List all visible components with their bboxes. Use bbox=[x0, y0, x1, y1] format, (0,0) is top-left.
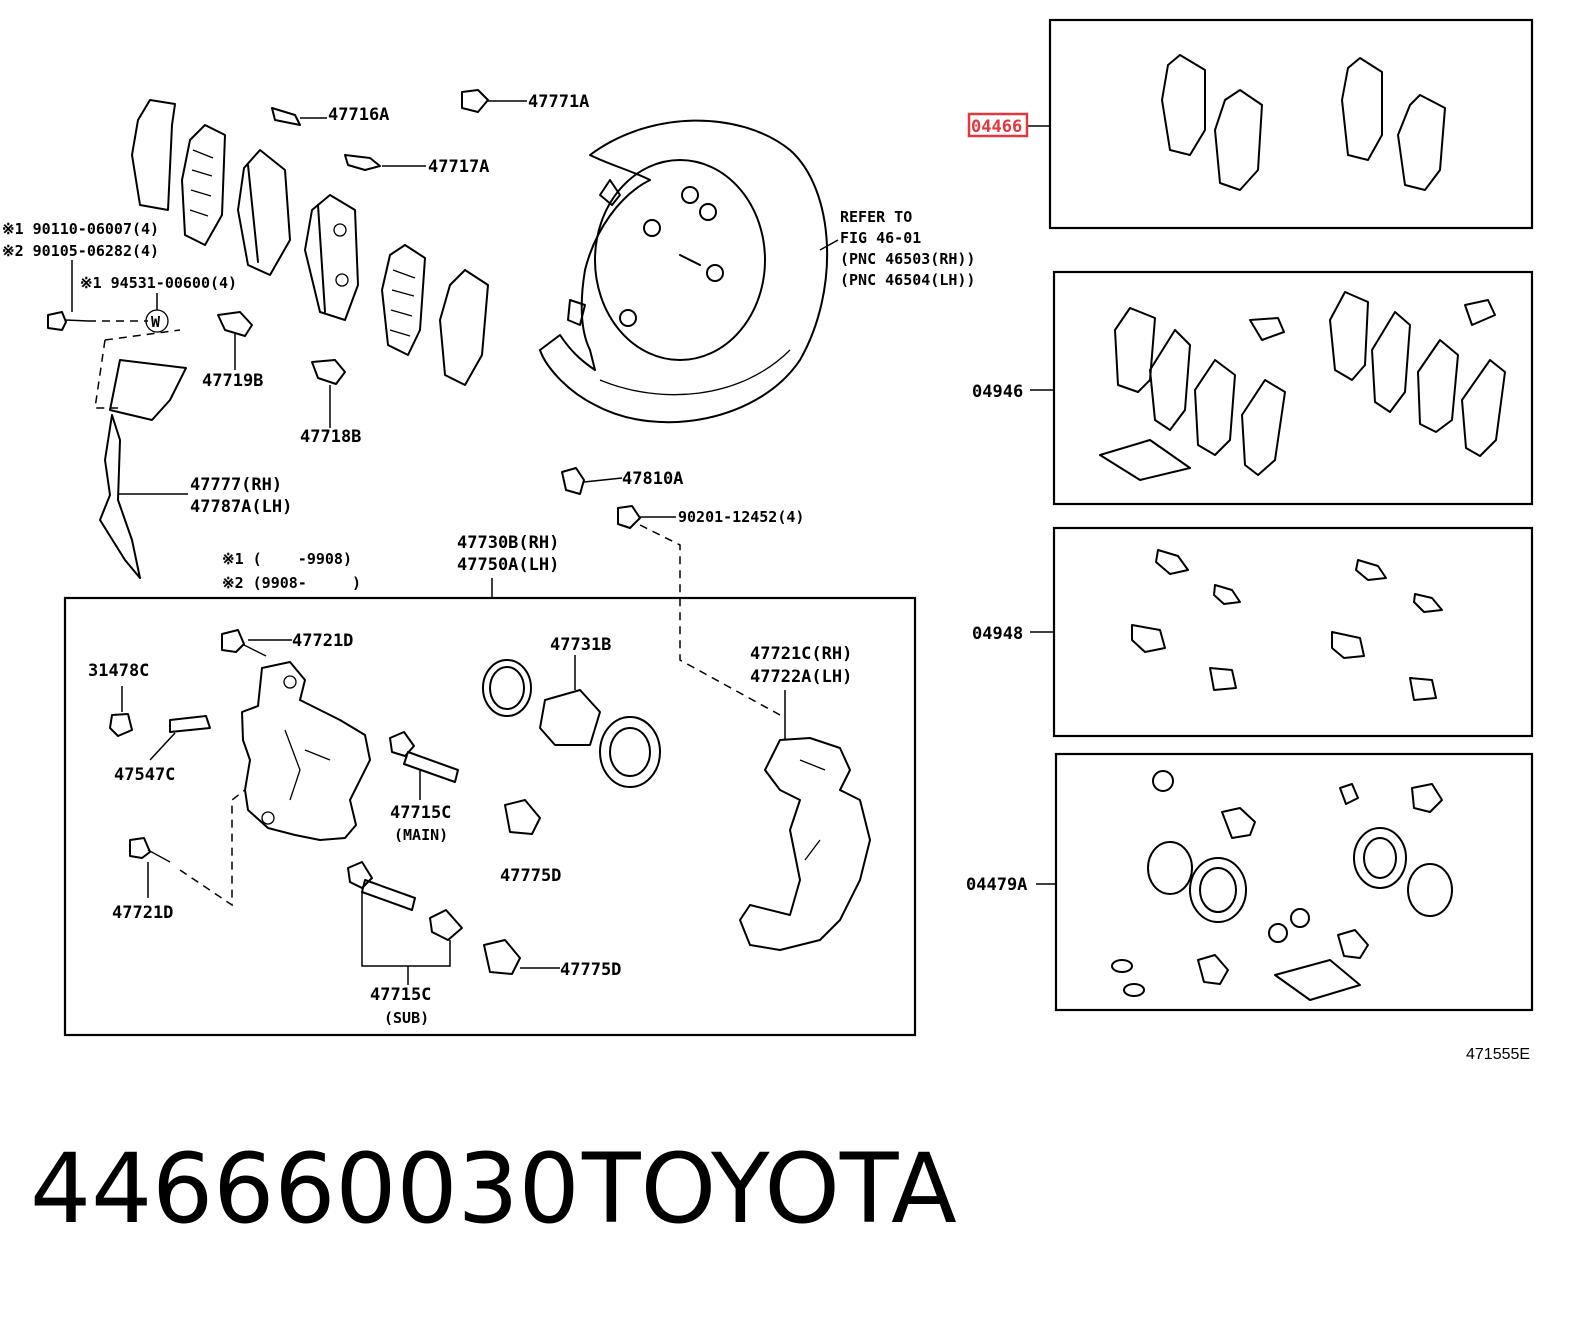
label-sub: (SUB) bbox=[384, 1009, 429, 1027]
label-note-1: ※1 90110-06007(4) bbox=[2, 220, 159, 238]
caliper-bracket bbox=[739, 690, 871, 951]
bleeder-plug bbox=[561, 467, 781, 716]
caliper-assembly-box bbox=[63, 596, 917, 1037]
kit-04948-clips bbox=[1131, 549, 1443, 701]
label-47731B: 47731B bbox=[550, 635, 611, 655]
label-47777-rh: 47777(RH) bbox=[190, 475, 282, 495]
guide-pins bbox=[347, 731, 463, 985]
label-47810A: 47810A bbox=[622, 469, 683, 489]
kit-04466-pads bbox=[1161, 54, 1446, 191]
caliper-body bbox=[109, 629, 371, 907]
label-kit-04479A: 04479A bbox=[966, 875, 1027, 895]
label-47721D-bottom: 47721D bbox=[112, 903, 173, 923]
label-w: W bbox=[151, 313, 161, 331]
label-kit-04466: 04466 bbox=[971, 117, 1022, 137]
label-47730B-rh: 47730B(RH) bbox=[457, 533, 559, 553]
piston-seals bbox=[482, 655, 661, 975]
label-main: (MAIN) bbox=[394, 826, 448, 844]
label-47721C-rh: 47721C(RH) bbox=[750, 644, 852, 664]
label-47718B: 47718B bbox=[300, 427, 361, 447]
pad-support-plate bbox=[99, 359, 188, 579]
label-refer-3: (PNC 46503(RH)) bbox=[840, 250, 975, 268]
label-note-3: ※1 94531-00600(4) bbox=[80, 274, 237, 292]
label-31478C: 31478C bbox=[88, 661, 149, 681]
caption-part-number: 446660030 bbox=[30, 1133, 580, 1245]
label-47716A: 47716A bbox=[328, 105, 389, 125]
label-47722A-lh: 47722A(LH) bbox=[750, 667, 852, 687]
label-refer-1: REFER TO bbox=[840, 208, 912, 226]
kit-04479A-parts bbox=[1111, 770, 1453, 1001]
label-47771A: 47771A bbox=[528, 92, 589, 112]
label-kit-04948: 04948 bbox=[972, 624, 1023, 644]
label-47750A-lh: 47750A(LH) bbox=[457, 555, 559, 575]
caption-brand: TOYOTA bbox=[581, 1133, 957, 1245]
kit-box-04948 bbox=[1052, 526, 1534, 738]
kit-box-04946 bbox=[1052, 270, 1534, 506]
label-47721D-top: 47721D bbox=[292, 631, 353, 651]
label-47775D-b: 47775D bbox=[560, 960, 621, 980]
label-refer-2: FIG 46-01 bbox=[840, 229, 921, 247]
dust-cover bbox=[539, 119, 839, 424]
label-47717A: 47717A bbox=[428, 157, 489, 177]
label-date-1: ※1 ( -9908) bbox=[222, 550, 352, 568]
highlight-box bbox=[967, 112, 1029, 138]
kit-box-04466 bbox=[1048, 18, 1534, 230]
label-47715C-main: 47715C bbox=[390, 803, 451, 823]
label-47719B: 47719B bbox=[202, 371, 263, 391]
kit-04946-parts bbox=[1099, 291, 1506, 481]
label-47787A-lh: 47787A(LH) bbox=[190, 497, 292, 517]
label-refer-4: (PNC 46504(LH)) bbox=[840, 271, 975, 289]
kit-box-04479A bbox=[1054, 752, 1534, 1012]
shim-clips bbox=[217, 89, 527, 428]
label-date-2: ※2 (9908- ) bbox=[222, 574, 361, 592]
label-47547C: 47547C bbox=[114, 765, 175, 785]
brake-pad-group bbox=[131, 99, 489, 386]
label-90201: 90201-12452(4) bbox=[678, 508, 804, 526]
label-47775D-a: 47775D bbox=[500, 866, 561, 886]
label-kit-04946: 04946 bbox=[972, 382, 1023, 402]
label-note-2: ※2 90105-06282(4) bbox=[2, 242, 159, 260]
label-47715C-sub: 47715C bbox=[370, 985, 431, 1005]
figure-code: 471555E bbox=[1466, 1046, 1530, 1063]
